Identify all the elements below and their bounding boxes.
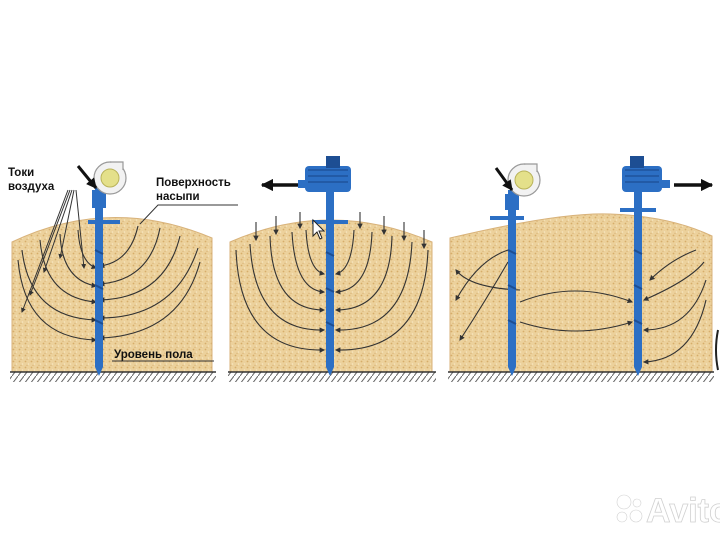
- blow-arrow-icon: [76, 165, 98, 189]
- air-currents: [17, 225, 201, 343]
- watermark-text: Avito: [646, 492, 720, 530]
- fan-housing-icon: [93, 161, 127, 195]
- surface-leader: [139, 204, 238, 225]
- air-currents: [235, 229, 429, 353]
- fan-housing-icon: [507, 163, 541, 197]
- fan-housing-icon: [622, 156, 670, 192]
- avito-watermark: Avito: [616, 492, 720, 530]
- blow-arrow-icon: [494, 167, 514, 191]
- surface-inflow-arrows: [253, 212, 427, 250]
- surface-label-1: Поверхность: [156, 177, 231, 189]
- floor-hatch: [448, 372, 714, 382]
- panel-3: [448, 156, 714, 382]
- panel-2: [228, 156, 436, 382]
- probe-3b: [620, 188, 656, 376]
- probe-3a: [490, 190, 524, 376]
- cursor-icon: [312, 218, 326, 240]
- air-label-leaders: [21, 189, 87, 313]
- probe-1: [88, 182, 120, 376]
- edge-fragment: [715, 329, 719, 371]
- fan-housing-icon: [298, 156, 351, 192]
- floor-hatch: [10, 372, 216, 382]
- surface-label-2: насыпи: [156, 191, 200, 203]
- probe-2: [312, 185, 348, 376]
- avito-logo-icon: [616, 494, 643, 523]
- air-currents-label-2: воздуха: [8, 181, 55, 193]
- floor-hatch: [228, 372, 436, 382]
- floor-level-label: Уровень пола: [114, 349, 193, 361]
- panel-1: Токи воздуха Поверхность насыпи Уровень …: [8, 161, 238, 382]
- air-currents-label-1: Токи: [8, 167, 34, 179]
